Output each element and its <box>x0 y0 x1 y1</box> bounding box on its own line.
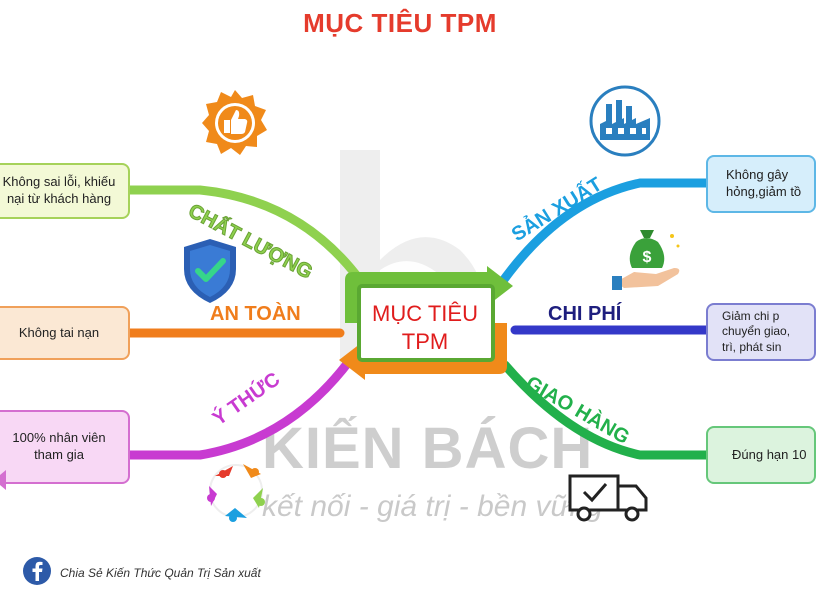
delivery-truck-icon <box>568 474 648 522</box>
detail-giao-hang-text: Đúng hạn 10 <box>732 446 807 462</box>
branch-label-an-toan: AN TOÀN <box>210 303 301 325</box>
money-bag-hand-icon: $ <box>612 230 680 290</box>
shield-check-icon <box>184 239 236 303</box>
branch-label-chi-phi: CHI PHÍ <box>548 303 622 325</box>
detail-chat-luong-line2: nại từ khách hàng <box>6 191 112 206</box>
detail-an-toan-text: Không tai nạn <box>18 324 100 340</box>
detail-box-chi-phi: Giảm chi p chuyển giao, trì, phát sin <box>706 303 816 361</box>
diagram-title: MỤC TIÊU TPM <box>303 8 497 38</box>
detail-chi-phi-line1: Giảm chi p <box>722 308 780 323</box>
center-label: MỤC TIÊU TPM <box>355 300 495 355</box>
people-circle-icon <box>207 464 265 522</box>
watermark-brand: KIẾN BÁCH <box>262 416 594 481</box>
detail-box-chat-luong: Không sai lỗi, khiếu nại từ khách hàng <box>0 163 130 219</box>
branch-line-san-xuat <box>495 178 711 290</box>
branch-line-y-thuc <box>125 355 355 460</box>
thumbs-up-badge-icon <box>202 90 267 155</box>
detail-chat-luong-line1: Không sai lỗi, khiếu <box>2 174 116 190</box>
center-node <box>339 266 513 380</box>
detail-box-san-xuat: Không gây hỏng,giảm tồ <box>706 155 816 213</box>
branch-line-chat-luong <box>125 185 365 285</box>
detail-y-thuc-line1: 100% nhân viên <box>12 430 106 446</box>
detail-box-y-thuc: 100% nhân viên tham gia <box>0 410 130 484</box>
watermark-tagline: kết nối - giá trị - bền vững <box>262 490 603 523</box>
y-thuc-pointer <box>0 470 6 490</box>
detail-san-xuat-line2: hỏng,giảm tồ <box>726 184 802 199</box>
detail-san-xuat-line1: Không gây <box>726 167 789 183</box>
facebook-icon[interactable] <box>22 556 52 586</box>
detail-box-an-toan: Không tai nạn <box>0 306 130 360</box>
detail-y-thuc-line2: tham gia <box>34 447 84 462</box>
center-line-2: TPM <box>401 328 449 354</box>
center-line-1: MỤC TIÊU <box>372 301 478 326</box>
detail-box-giao-hang: Đúng hạn 10 <box>706 426 816 484</box>
factory-icon <box>589 85 661 157</box>
footer-text: Chia Sẻ Kiến Thức Quản Trị Sản xuất <box>60 566 261 580</box>
svg-text:$: $ <box>643 249 652 266</box>
detail-chi-phi-line2: chuyển giao, <box>722 324 791 339</box>
detail-chi-phi-line3: trì, phát sin <box>722 339 782 354</box>
branch-line-giao-hang <box>500 360 711 460</box>
